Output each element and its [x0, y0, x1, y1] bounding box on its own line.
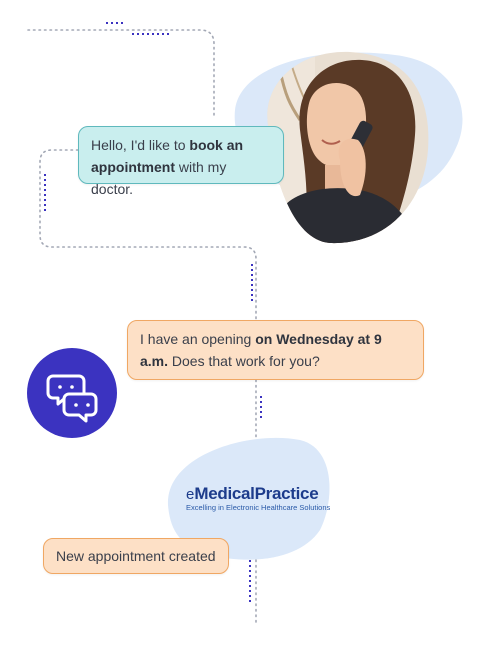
- dotted-path-2: [39, 149, 257, 321]
- practice-reply-bubble: I have an opening on Wednesday at 9 a.m.…: [127, 320, 424, 380]
- confirmation-bubble: New appointment created: [43, 538, 229, 574]
- logo-name: MedicalPractice: [194, 484, 319, 503]
- dotted-path: [27, 29, 215, 119]
- practice-reply-prefix: I have an opening: [140, 331, 256, 347]
- patient-message-suffix: with my doctor.: [91, 159, 227, 197]
- logo-blob: [167, 437, 330, 560]
- logo-mark: e: [186, 486, 195, 503]
- confirmation-text: New appointment created: [56, 548, 216, 564]
- practice-reply-suffix: Does that work for you?: [168, 353, 320, 369]
- patient-message-prefix: Hello, I'd like to: [91, 137, 190, 153]
- patient-message-emphasis: book an appointment: [91, 137, 244, 175]
- patient-message-bubble: Hello, I'd like to book an appointment w…: [78, 126, 284, 197]
- chat-bubbles-icon: [27, 348, 117, 438]
- logo-tagline: Excelling in Electronic Healthcare Solut…: [186, 503, 331, 512]
- practice-reply-emphasis: on Wednesday at 9 a.m.: [140, 331, 382, 369]
- logo-wordmark: eMedicalPractice: [186, 484, 326, 504]
- medicalpractice-logo: eMedicalPractice Excelling in Electronic…: [186, 484, 331, 512]
